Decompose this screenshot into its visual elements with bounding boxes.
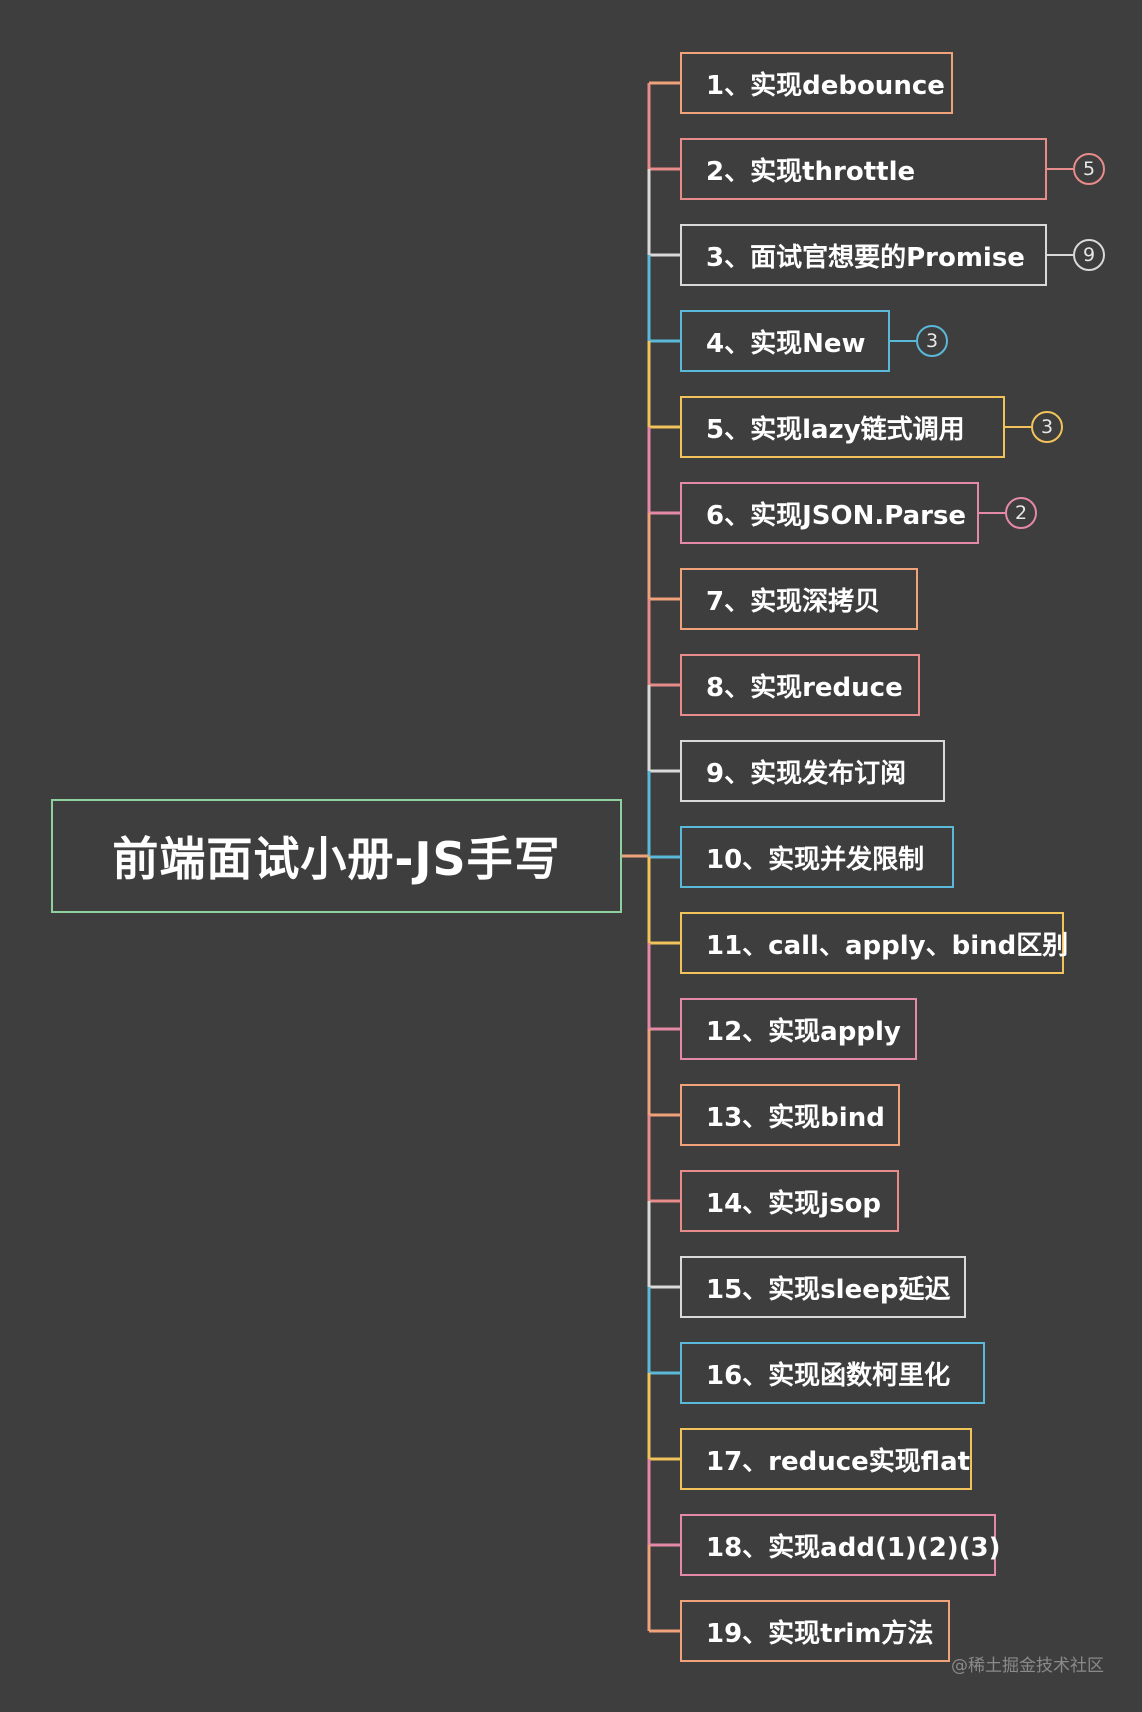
branch-label: 3、面试官想要的Promise	[706, 242, 1025, 273]
branch-label: 15、实现sleep延迟	[706, 1274, 951, 1305]
branch-node[interactable]: 17、reduce实现flat	[680, 1428, 972, 1490]
branch-label: 2、实现throttle	[706, 156, 916, 187]
branch-node[interactable]: 9、实现发布订阅	[680, 740, 945, 802]
branch-label: 16、实现函数柯里化	[706, 1360, 951, 1391]
branch-node[interactable]: 16、实现函数柯里化	[680, 1342, 985, 1404]
branch-label: 12、实现apply	[706, 1016, 901, 1047]
branch-label: 18、实现add(1)(2)(3)	[706, 1532, 1001, 1563]
root-title: 前端面试小册-JS手写	[112, 832, 561, 886]
branch-node[interactable]: 5、实现lazy链式调用	[680, 396, 1005, 458]
branch-label: 10、实现并发限制	[706, 844, 925, 875]
branch-node[interactable]: 6、实现JSON.Parse	[680, 482, 979, 544]
branch-node[interactable]: 1、实现debounce	[680, 52, 953, 114]
branch-node[interactable]: 10、实现并发限制	[680, 826, 954, 888]
collapsed-count-badge[interactable]: 3	[916, 325, 948, 357]
branch-node[interactable]: 2、实现throttle	[680, 138, 1047, 200]
branch-label: 5、实现lazy链式调用	[706, 414, 965, 445]
branch-node[interactable]: 18、实现add(1)(2)(3)	[680, 1514, 1001, 1576]
branch-label: 7、实现深拷贝	[706, 586, 881, 617]
branch-label: 8、实现reduce	[706, 672, 903, 703]
branch-node[interactable]: 12、实现apply	[680, 998, 917, 1060]
branch-node[interactable]: 15、实现sleep延迟	[680, 1256, 966, 1318]
branch-label: 1、实现debounce	[706, 70, 945, 101]
branch-node[interactable]: 13、实现bind	[680, 1084, 900, 1146]
watermark: @稀土掘金技术社区	[951, 1656, 1104, 1676]
branch-node[interactable]: 8、实现reduce	[680, 654, 920, 716]
branch-node[interactable]: 11、call、apply、bind区别	[680, 912, 1068, 974]
collapsed-count-badge[interactable]: 5	[1073, 153, 1105, 185]
branch-node[interactable]: 14、实现jsop	[680, 1170, 899, 1232]
branch-node[interactable]: 3、面试官想要的Promise	[680, 224, 1047, 286]
branch-label: 13、实现bind	[706, 1102, 885, 1133]
root-node[interactable]: 前端面试小册-JS手写	[51, 799, 622, 913]
branch-label: 4、实现New	[706, 328, 866, 359]
branch-label: 14、实现jsop	[706, 1188, 882, 1219]
branch-label: 6、实现JSON.Parse	[706, 500, 967, 531]
branch-label: 19、实现trim方法	[706, 1618, 934, 1649]
branch-label: 17、reduce实现flat	[706, 1446, 971, 1477]
branch-label: 11、call、apply、bind区别	[706, 930, 1069, 961]
collapsed-count-badge[interactable]: 9	[1073, 239, 1105, 271]
branch-node[interactable]: 4、实现New	[680, 310, 890, 372]
branch-label: 9、实现发布订阅	[706, 758, 907, 789]
collapsed-count-badge[interactable]: 2	[1005, 497, 1037, 529]
branch-node[interactable]: 19、实现trim方法	[680, 1600, 950, 1662]
collapsed-count-badge[interactable]: 3	[1031, 411, 1063, 443]
branch-node[interactable]: 7、实现深拷贝	[680, 568, 918, 630]
